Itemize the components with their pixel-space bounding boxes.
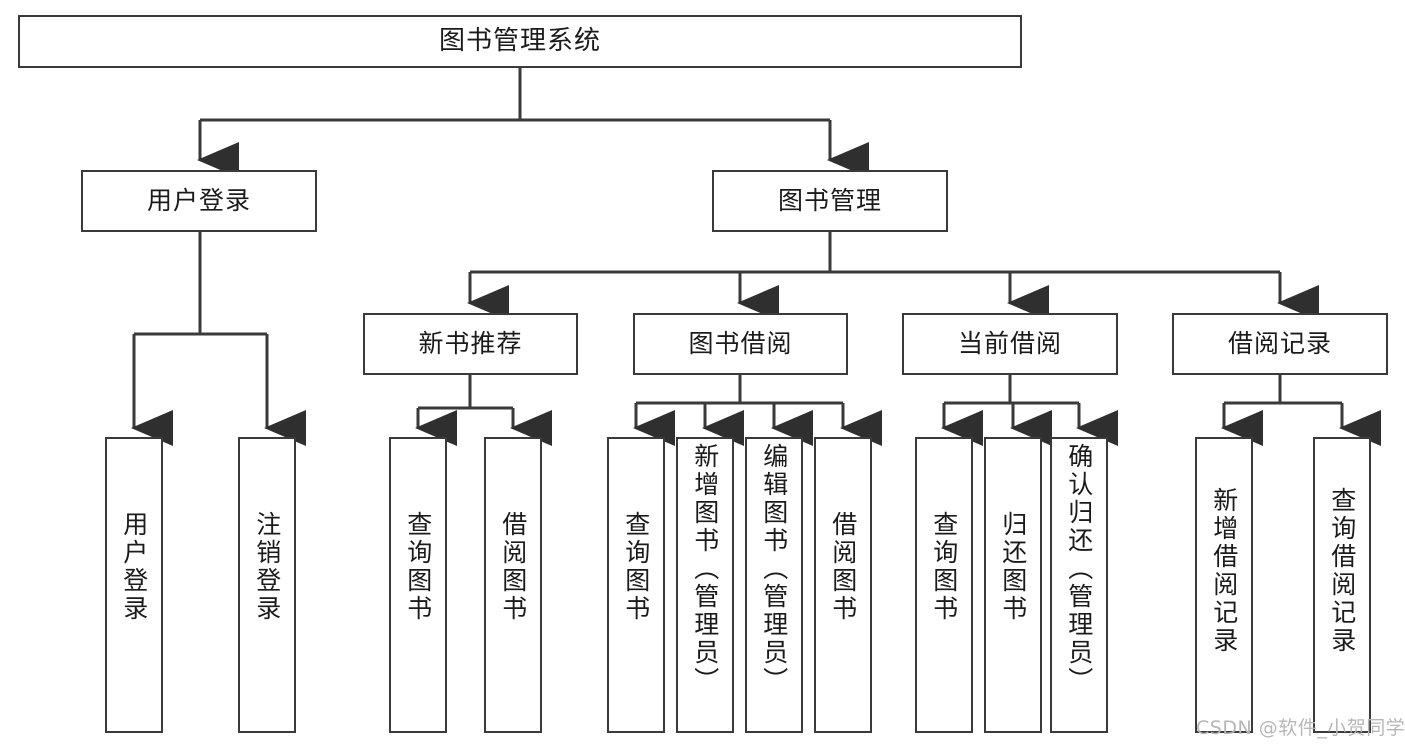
leaf-nb-borrow-book[interactable]: 借阅图书 — [484, 437, 542, 733]
leaf-logout[interactable]: 注销登录 — [238, 437, 296, 733]
node-current-borrow[interactable]: 当前借阅 — [902, 313, 1118, 375]
node-book-manage-label: 图书管理 — [777, 186, 882, 215]
node-user-login-label: 用户登录 — [146, 186, 251, 215]
node-book-borrow-label: 图书借阅 — [688, 329, 793, 358]
node-borrow-record[interactable]: 借阅记录 — [1172, 313, 1388, 375]
leaf-bb-query-book[interactable]: 查询图书 — [607, 437, 665, 733]
node-user-login[interactable]: 用户登录 — [81, 170, 317, 232]
node-current-borrow-label: 当前借阅 — [957, 329, 1062, 358]
leaf-bb-add-book[interactable]: 新增图书（管理员） — [676, 437, 734, 733]
leaf-bb-edit-book[interactable]: 编辑图书（管理员） — [745, 437, 803, 733]
leaf-user-login[interactable]: 用户登录 — [105, 437, 163, 733]
leaf-nb-query-book[interactable]: 查询图书 — [389, 437, 447, 733]
node-book-borrow[interactable]: 图书借阅 — [633, 313, 848, 375]
node-new-book-label: 新书推荐 — [418, 329, 523, 358]
leaf-br-query-record[interactable]: 查询借阅记录 — [1313, 437, 1371, 733]
leaf-user-login-label: 用户登录 — [119, 511, 149, 623]
leaf-bb-add-book-label: 新增图书（管理员） — [690, 443, 720, 695]
leaf-br-add-record-label: 新增借阅记录 — [1209, 487, 1239, 655]
node-root[interactable]: 图书管理系统 — [18, 15, 1022, 68]
leaf-br-add-record[interactable]: 新增借阅记录 — [1195, 437, 1253, 733]
leaf-cb-query-book-label: 查询图书 — [929, 511, 959, 623]
leaf-nb-borrow-book-label: 借阅图书 — [498, 511, 528, 623]
node-borrow-record-label: 借阅记录 — [1227, 329, 1332, 358]
watermark: CSDN @软件_小贺同学 — [1196, 717, 1405, 739]
leaf-nb-query-book-label: 查询图书 — [403, 511, 433, 623]
leaf-cb-confirm-return-label: 确认归还（管理员） — [1064, 443, 1094, 695]
leaf-bb-borrow-book-label: 借阅图书 — [828, 511, 858, 623]
leaf-bb-edit-book-label: 编辑图书（管理员） — [759, 443, 789, 695]
node-root-label: 图书管理系统 — [438, 25, 601, 56]
node-new-book[interactable]: 新书推荐 — [363, 313, 578, 375]
leaf-cb-query-book[interactable]: 查询图书 — [915, 437, 973, 733]
leaf-bb-borrow-book[interactable]: 借阅图书 — [814, 437, 872, 733]
leaf-logout-label: 注销登录 — [252, 511, 282, 623]
node-book-manage[interactable]: 图书管理 — [712, 170, 948, 232]
leaf-cb-return-book[interactable]: 归还图书 — [984, 437, 1042, 733]
leaf-cb-confirm-return[interactable]: 确认归还（管理员） — [1050, 437, 1108, 733]
leaf-br-query-record-label: 查询借阅记录 — [1327, 487, 1357, 655]
leaf-cb-return-book-label: 归还图书 — [998, 511, 1028, 623]
leaf-bb-query-book-label: 查询图书 — [621, 511, 651, 623]
